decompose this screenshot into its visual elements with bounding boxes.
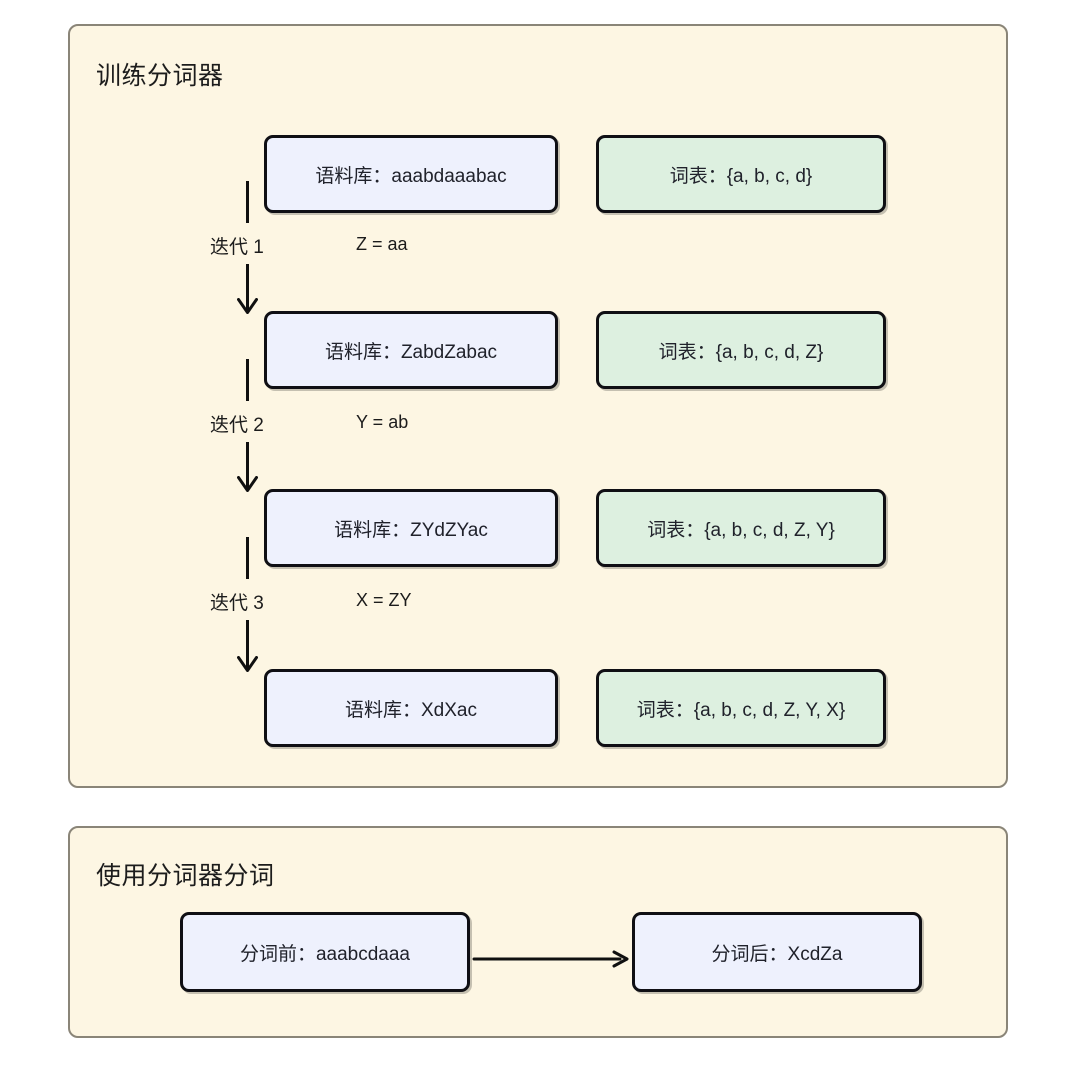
iteration-2-arrow — [237, 442, 258, 492]
vocab-box-row-3: 词表：{a, b, c, d, Z, Y} — [596, 489, 886, 567]
iteration-1-label: 迭代 1 — [210, 237, 264, 258]
vocab-box-row-2: 词表：{a, b, c, d, Z} — [596, 311, 886, 389]
training-section-panel: 训练分词器 语料库：aaabdaaabac 词表：{a, b, c, d} 语料… — [68, 24, 1008, 788]
iteration-1-arrow — [237, 264, 258, 314]
training-section-title: 训练分词器 — [96, 62, 224, 90]
iteration-1-connector-line — [246, 181, 249, 223]
iteration-2-label: 迭代 2 — [210, 415, 264, 436]
corpus-box-row-2: 语料库：ZabdZabac — [264, 311, 558, 389]
arrowhead-down-icon — [237, 298, 258, 314]
iteration-1-rule: Z = aa — [356, 234, 408, 254]
iteration-3-rule: X = ZY — [356, 590, 412, 610]
inference-section-title: 使用分词器分词 — [96, 862, 275, 890]
iteration-2-connector-line — [246, 359, 249, 401]
text-before-tokenization-box: 分词前：aaabcdaaa — [180, 912, 470, 992]
corpus-box-row-3: 语料库：ZYdZYac — [264, 489, 558, 567]
iteration-3-connector-line — [246, 537, 249, 579]
iteration-3-arrow — [237, 620, 258, 672]
corpus-box-row-4: 语料库：XdXac — [264, 669, 558, 747]
vocab-box-row-1: 词表：{a, b, c, d} — [596, 135, 886, 213]
corpus-box-row-1: 语料库：aaabdaaabac — [264, 135, 558, 213]
iteration-3-label: 迭代 3 — [210, 593, 264, 614]
arrowhead-down-icon — [237, 656, 258, 672]
text-after-tokenization-box: 分词后：XcdZa — [632, 912, 922, 992]
iteration-2-rule: Y = ab — [356, 412, 409, 432]
tokenization-arrow — [472, 950, 629, 968]
inference-section-panel: 使用分词器分词 分词前：aaabcdaaa 分词后：XcdZa — [68, 826, 1008, 1038]
vocab-box-row-4: 词表：{a, b, c, d, Z, Y, X} — [596, 669, 886, 747]
arrowhead-down-icon — [237, 476, 258, 492]
